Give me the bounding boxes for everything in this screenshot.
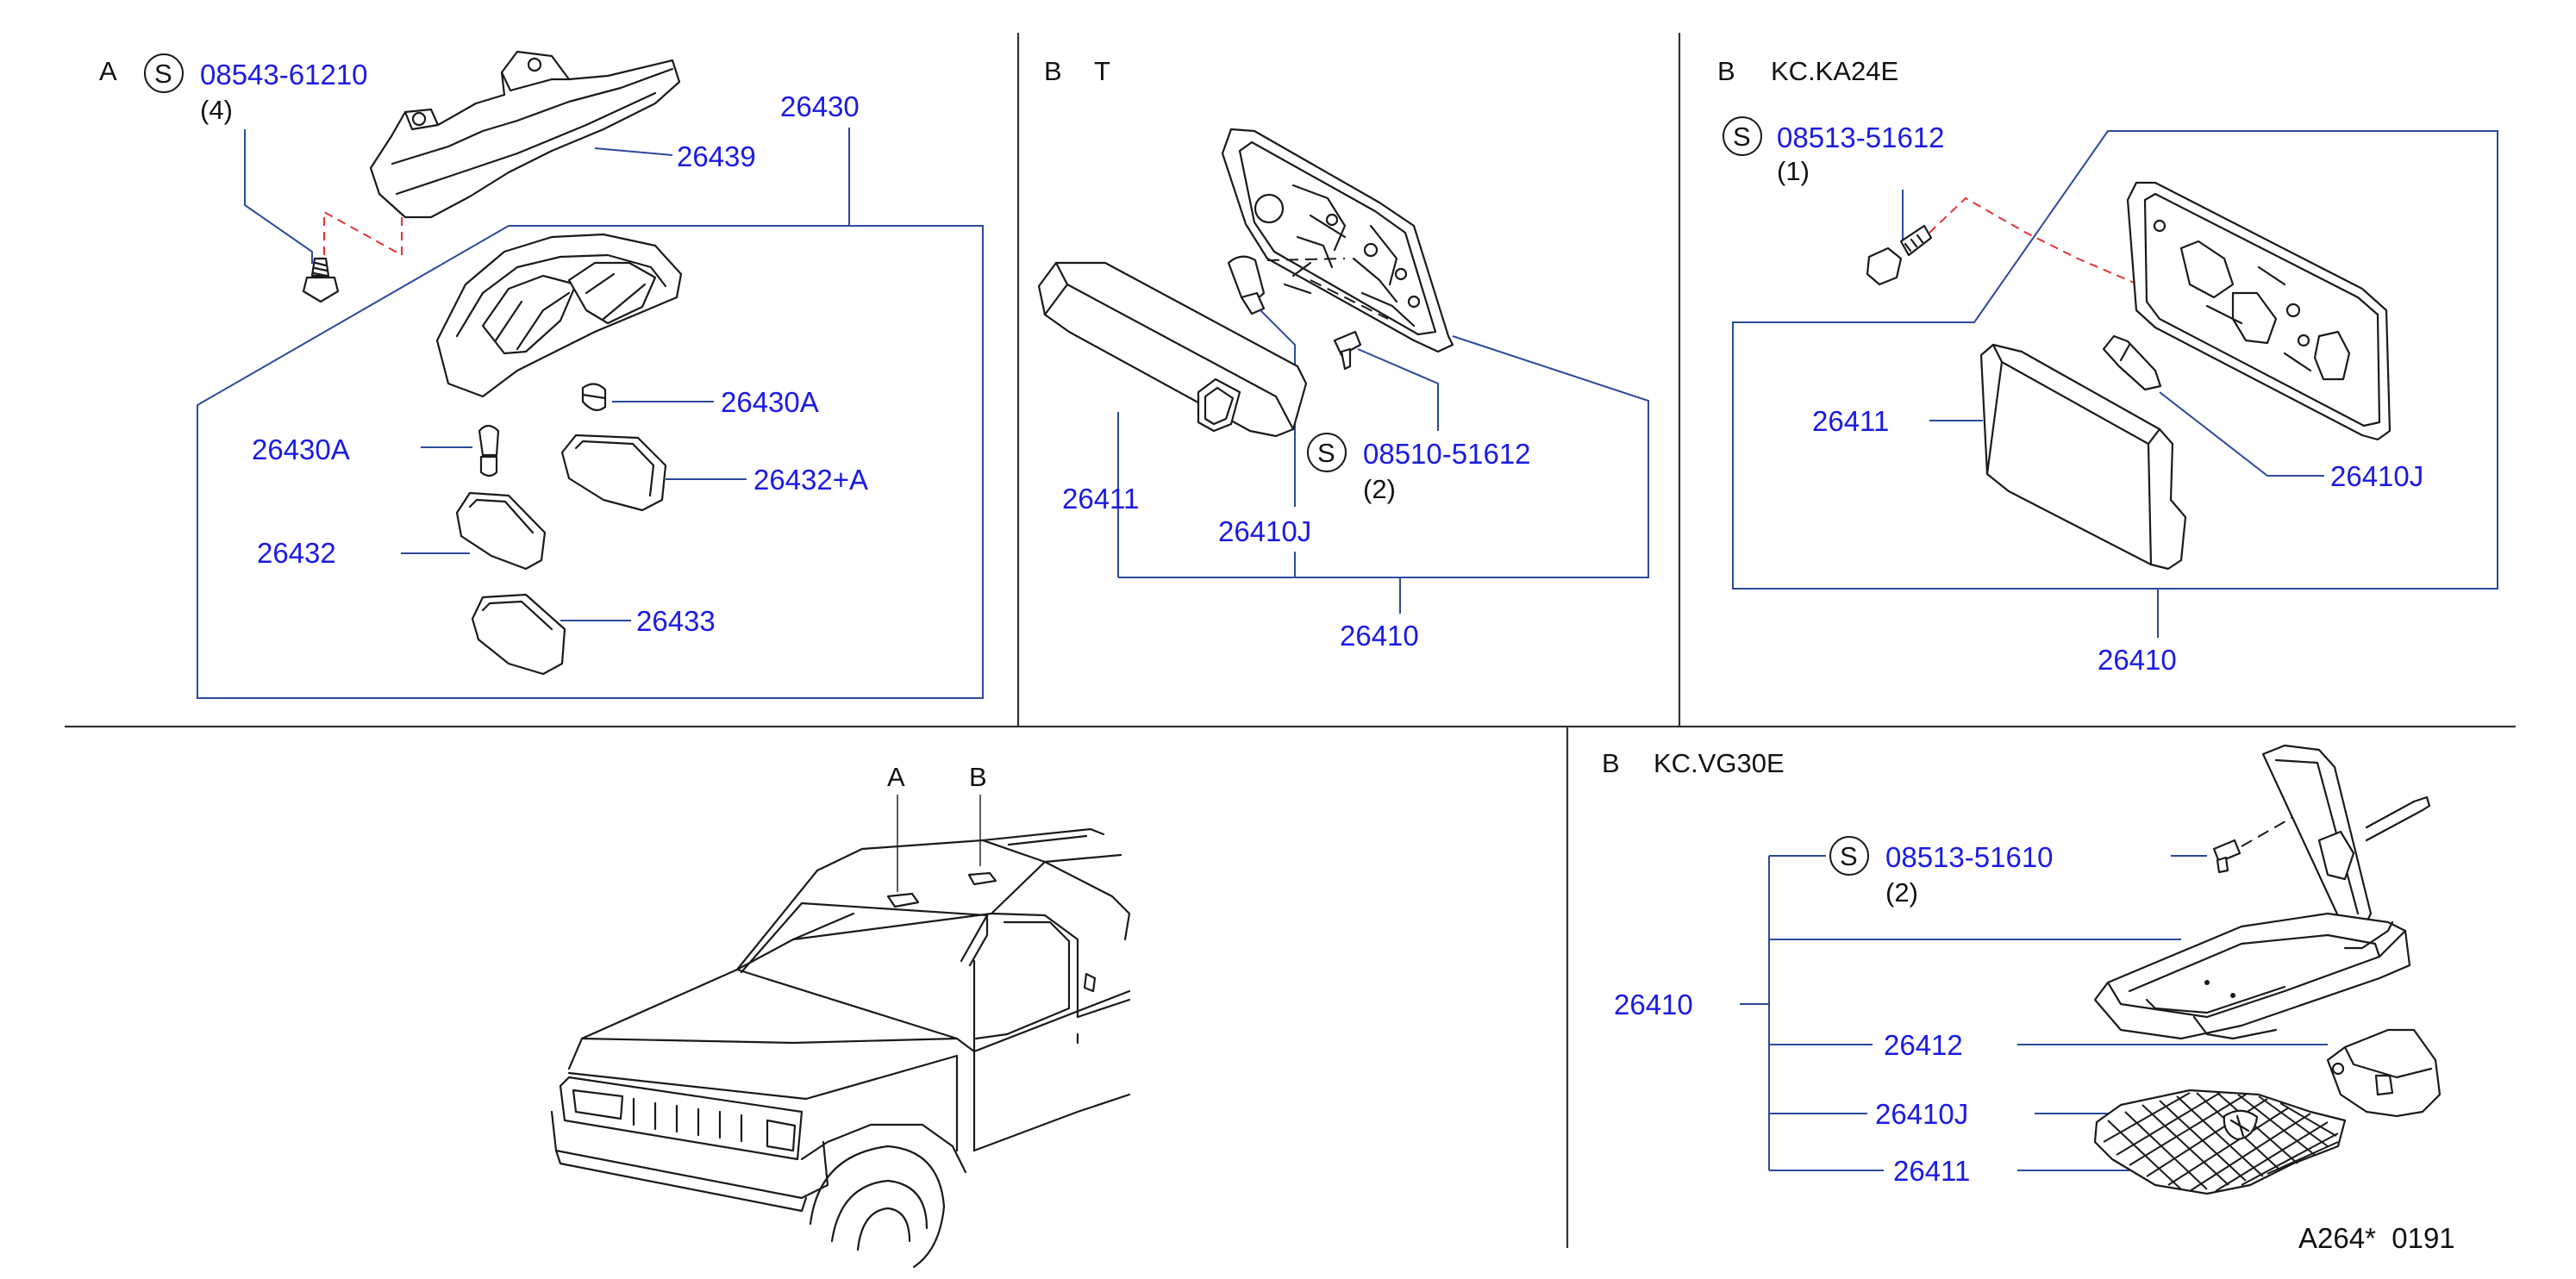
- standard-part-symbol: S: [154, 59, 172, 89]
- lens-bt-icon: [1037, 261, 1308, 438]
- screw-part-number-bvg[interactable]: 08513-51610: [1885, 841, 2054, 873]
- leader-bulb-bt: [1260, 309, 1296, 507]
- section-bka-variant: KC.KA24E: [1771, 56, 1898, 86]
- section-bvg-variant: KC.VG30E: [1654, 748, 1785, 778]
- lens-bka-part-number[interactable]: 26411: [1812, 405, 1889, 437]
- screw-quantity-a: (4): [200, 95, 233, 125]
- screw-bt-icon: [1333, 330, 1362, 371]
- lamp-housing-bvg-icon: [2093, 744, 2431, 1040]
- lens-bvg-part-number[interactable]: 26411: [1893, 1155, 1970, 1187]
- panel-dividers: [65, 33, 2516, 1248]
- screw-a-icon: [302, 257, 340, 303]
- leader-screw-a: [244, 129, 313, 264]
- lamp-b-location-icon: [967, 871, 997, 886]
- lens-right-icon: [560, 434, 667, 512]
- assembly-tree-bvg: [1740, 855, 2181, 1171]
- bulb-right-icon: [581, 383, 607, 411]
- bracket-26439-icon: [369, 50, 681, 219]
- lens-bottom-icon: [471, 593, 566, 676]
- assembly-bvg-part-number[interactable]: 26410: [1614, 989, 1693, 1020]
- truck-location-a-label: A: [887, 762, 905, 792]
- lens-bt-part-number[interactable]: 26411: [1062, 483, 1139, 515]
- assembly-part-number-a[interactable]: 26430: [780, 90, 860, 122]
- section-bt-letter: B: [1044, 56, 1062, 86]
- lens-bka-icon: [1979, 343, 2187, 571]
- standard-part-symbol-bt: S: [1317, 438, 1335, 468]
- screw-part-number-a[interactable]: 08543-61210: [200, 59, 368, 90]
- screw-part-number-bt[interactable]: 08510-51612: [1363, 438, 1531, 470]
- truck-location-view: A B: [550, 762, 1131, 1269]
- section-a: A S 08543-61210 (4) 26439 26430: [99, 50, 984, 699]
- bracket-part-number-a[interactable]: 26439: [677, 140, 756, 172]
- bulb-bt-part-number[interactable]: 26410J: [1218, 515, 1311, 547]
- standard-part-circle-bt: [1307, 433, 1347, 472]
- bracket-bvg-part-number[interactable]: 26412: [1884, 1029, 1963, 1061]
- standard-part-symbol-bka: S: [1733, 122, 1751, 152]
- leader-bulb-bka: [2159, 391, 2324, 477]
- lamp-base-plate-bka-icon: [2126, 181, 2392, 441]
- install-path-a: [323, 186, 403, 257]
- install-path-bka: [1929, 197, 2139, 285]
- section-b-vg30e: B KC.VG30E S 08513-51610 (2) 26410 26412…: [1602, 744, 2442, 1195]
- bulb-bvg-part-number[interactable]: 26410J: [1875, 1098, 1968, 1130]
- assembly-bka-part-number[interactable]: 26410: [2098, 644, 2177, 676]
- assembly-box-a: [197, 225, 984, 699]
- screw-bka-icon: [1866, 224, 1933, 286]
- map-lamp-housing-icon: [435, 233, 683, 398]
- leader-bracket-a: [594, 147, 673, 156]
- lamp-a-location-icon: [886, 892, 920, 908]
- section-bka-letter: B: [1717, 56, 1735, 86]
- standard-part-circle: [144, 53, 184, 93]
- section-bvg-letter: B: [1602, 748, 1620, 778]
- screw-quantity-bvg: (2): [1885, 877, 1918, 908]
- screw-quantity-bt: (2): [1363, 474, 1396, 504]
- bulb-bka-part-number[interactable]: 26410J: [2330, 460, 2423, 492]
- section-a-letter: A: [99, 56, 117, 86]
- bulb-bt-icon: [1227, 255, 1266, 315]
- standard-part-circle-bvg: [1829, 836, 1869, 876]
- section-b-ka24e: B KC.KA24E S 08513-51612 (1): [1717, 56, 2498, 676]
- bulb-bka-icon: [2102, 334, 2162, 391]
- install-path-screw-bt: [1310, 279, 1389, 320]
- lamp-base-plate-icon: [1221, 128, 1454, 353]
- bulb-left-icon: [478, 424, 500, 477]
- leader-screw-bt: [1357, 348, 1439, 431]
- leader-assembly-bt: [1118, 335, 1649, 578]
- lens-left-icon: [455, 491, 547, 571]
- assembly-bt-part-number[interactable]: 26410: [1340, 620, 1419, 652]
- bulb-left-part-number[interactable]: 26430A: [252, 434, 350, 465]
- truck-illustration: [550, 827, 1131, 1269]
- screw-part-number-bka[interactable]: 08513-51612: [1777, 122, 1945, 153]
- install-path-bulb-bt: [1266, 258, 1346, 261]
- truck-location-b-label: B: [969, 762, 987, 792]
- assembly-box-bka: [1732, 130, 2498, 590]
- lens-bvg-icon: [2093, 1089, 2347, 1195]
- lens-right-part-number[interactable]: 26432+A: [753, 464, 868, 496]
- section-b-t: B T 26410J S: [1037, 56, 1649, 652]
- standard-part-circle-bka: [1723, 116, 1762, 156]
- lens-bottom-part-number[interactable]: 26433: [636, 605, 716, 637]
- bulb-right-part-number[interactable]: 26430A: [721, 386, 819, 418]
- bracket-26412-icon: [2326, 1028, 2442, 1118]
- screw-bvg-icon: [2212, 839, 2241, 874]
- standard-part-symbol-bvg: S: [1840, 841, 1858, 871]
- section-bt-variant: T: [1094, 56, 1110, 86]
- screw-quantity-bka: (1): [1777, 156, 1810, 186]
- diagram-reference-code: A264* 0191: [2298, 1222, 2455, 1254]
- lens-left-part-number[interactable]: 26432: [257, 537, 336, 569]
